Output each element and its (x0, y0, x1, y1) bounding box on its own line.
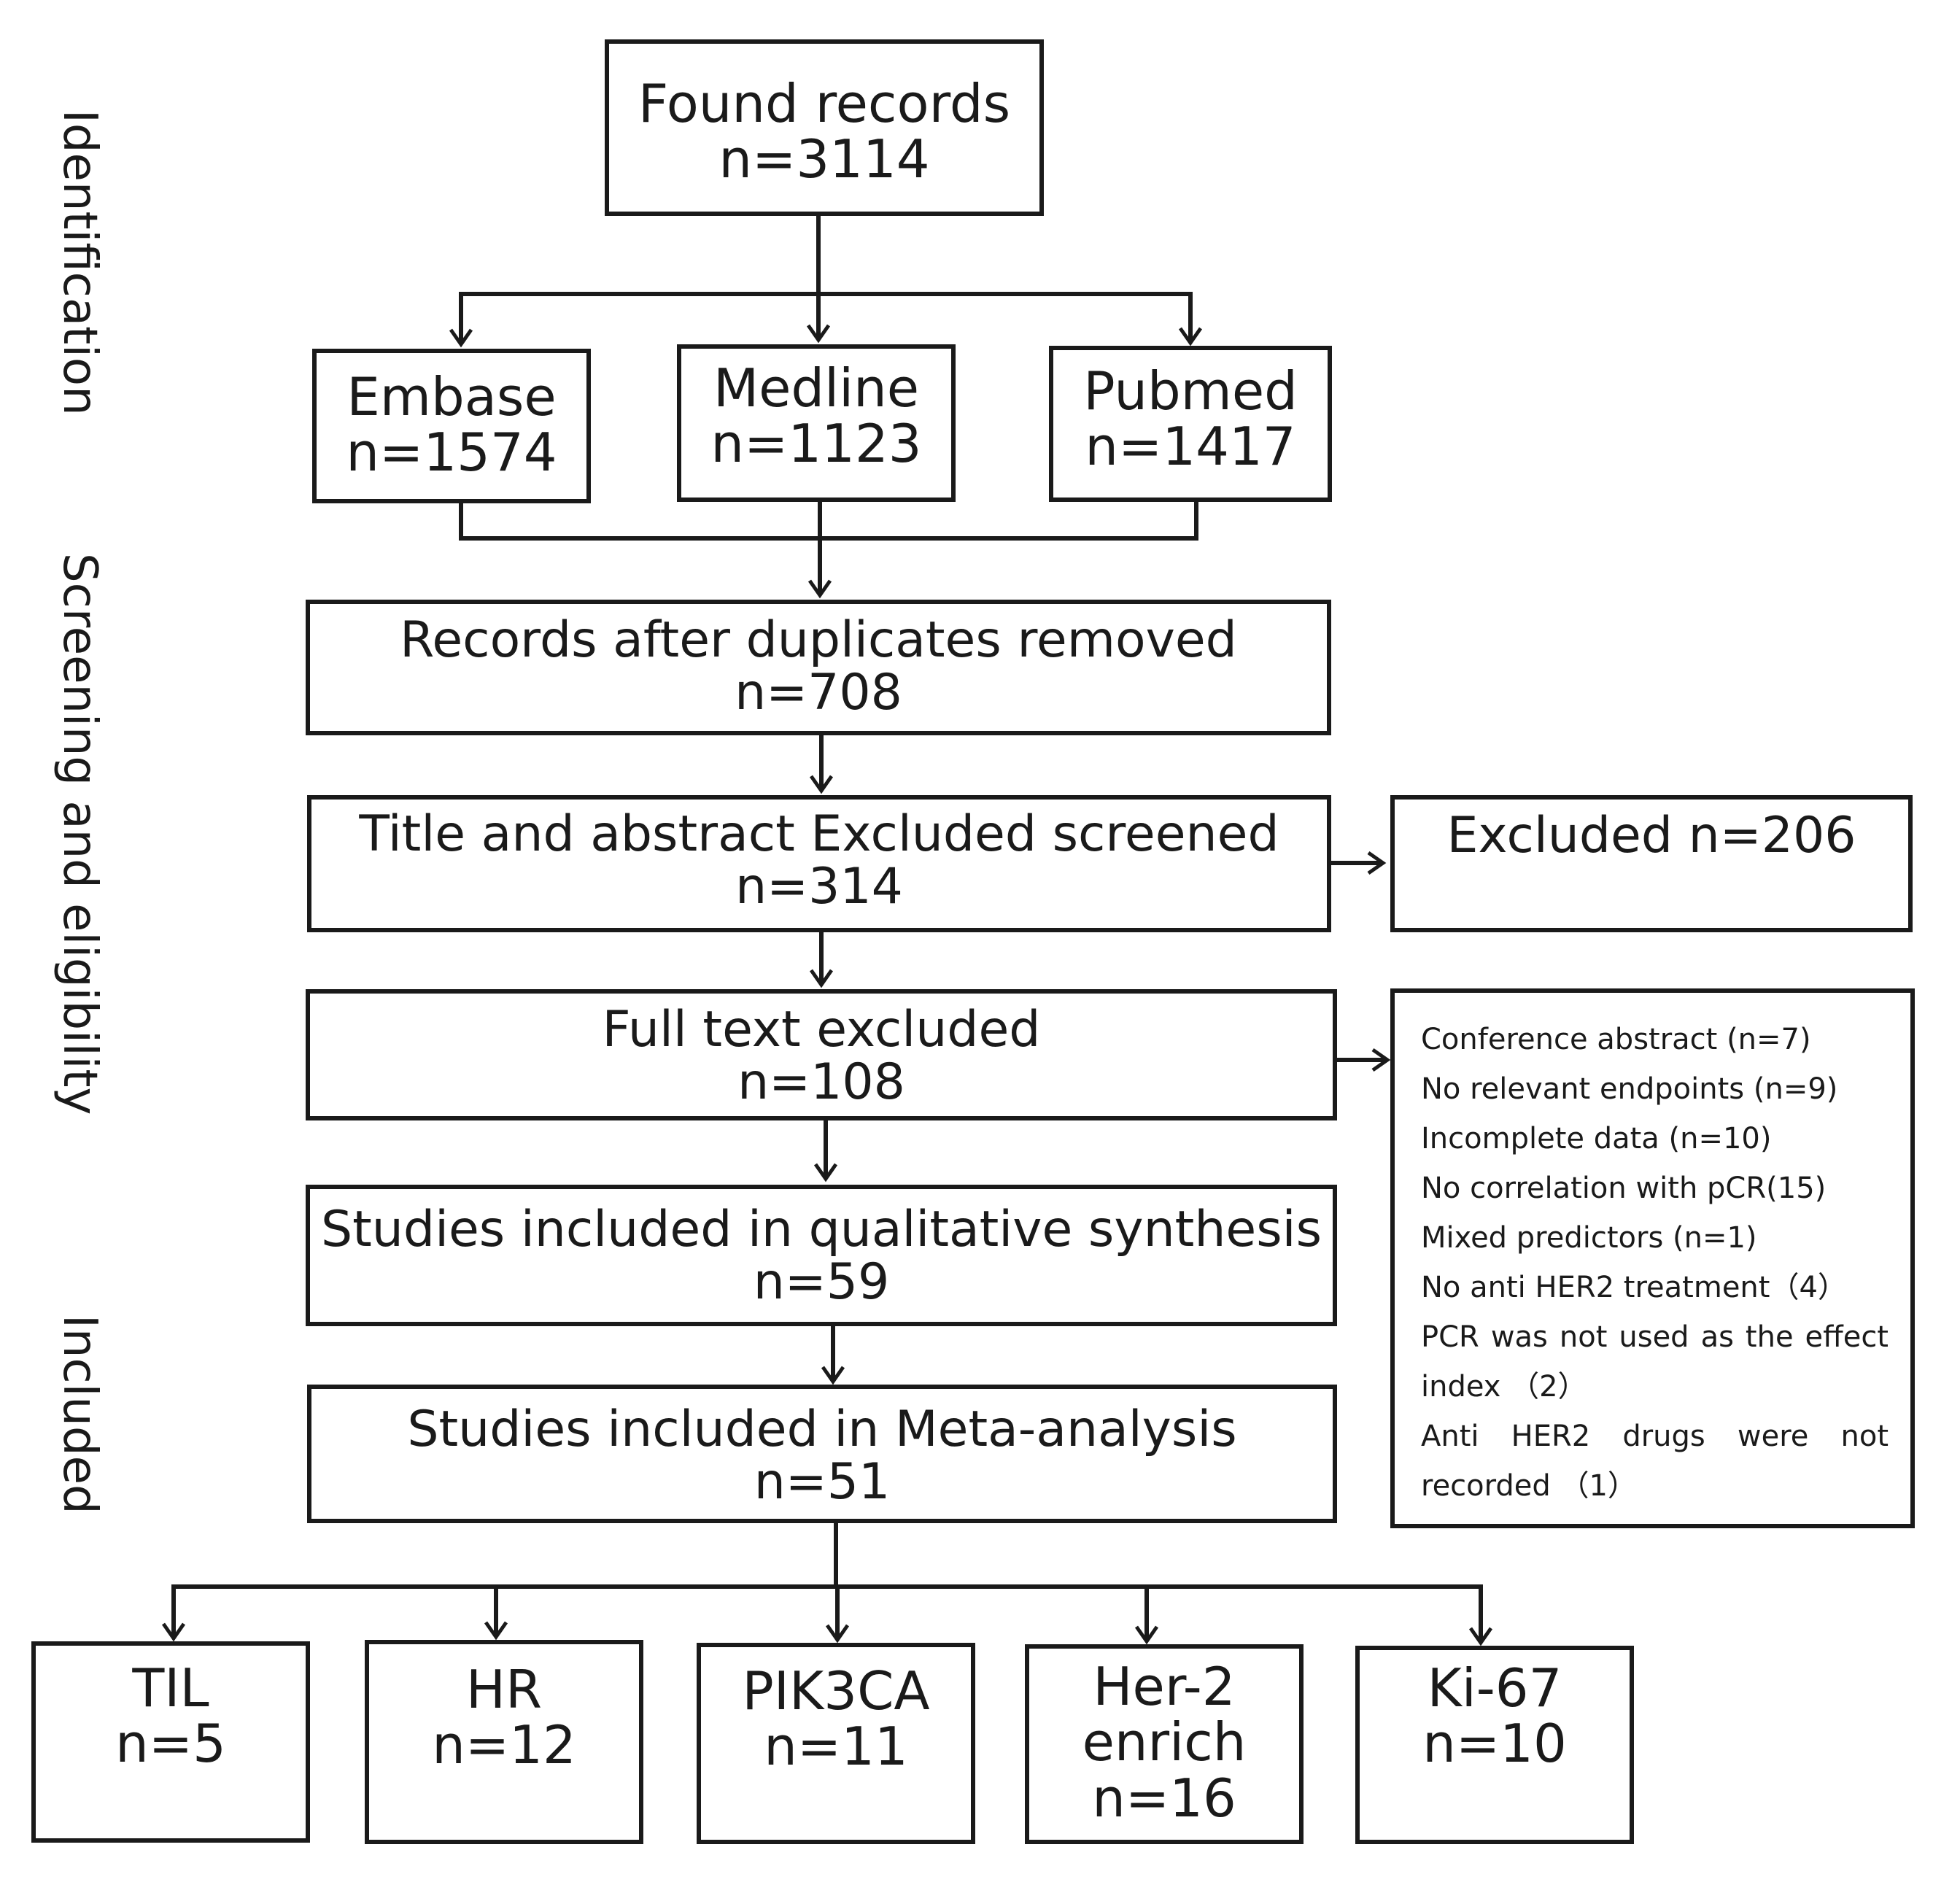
arrowhead-medline (806, 324, 831, 344)
exclusion-reasons-box: Conference abstract (n=7) No relevant en… (1390, 988, 1915, 1528)
predictor-line: n=11 (764, 1716, 908, 1778)
exclusion-reason: index （2） (1421, 1370, 1587, 1404)
predictor-line: Her-2 (1093, 1656, 1236, 1717)
source-box-medline: Medline n=1123 (677, 344, 956, 502)
meta-analysis-title: Studies included in Meta-analysis (407, 1401, 1237, 1458)
phase-label-identification: Identification (53, 109, 106, 416)
found-records-title: Found records (638, 73, 1011, 134)
exclusion-reason: Conference abstract (n=7) (1421, 1023, 1811, 1056)
excluded-box: Excluded n=206 (1390, 795, 1913, 932)
arrowhead-embase (449, 328, 473, 348)
full-text-count: n=108 (737, 1053, 905, 1112)
predictor-line: HR (465, 1659, 543, 1720)
meta-analysis-count: n=51 (754, 1453, 891, 1511)
predictor-line: n=12 (432, 1714, 576, 1776)
exclusion-reason: Incomplete data (n=10) (1421, 1122, 1772, 1155)
arrowhead-til (161, 1622, 186, 1642)
title-abstract-box: Title and abstract Excluded screened n=3… (307, 795, 1331, 932)
meta-analysis-box: Studies included in Meta-analysis n=51 (307, 1385, 1337, 1523)
exclusion-reason: No anti HER2 treatment（4） (1421, 1271, 1847, 1304)
qualitative-synthesis-title: Studies included in qualitative synthesi… (320, 1201, 1322, 1258)
predictor-box-til: TIL n=5 (31, 1641, 310, 1843)
arrowhead-hr (484, 1621, 508, 1641)
found-records-count: n=3114 (718, 128, 930, 190)
predictor-line: TIL (132, 1657, 209, 1719)
exclusion-reason: Anti HER2 drugs were not (1421, 1420, 1889, 1453)
predictor-line: n=5 (115, 1713, 226, 1775)
source-box-pubmed: Pubmed n=1417 (1049, 346, 1332, 502)
duplicates-removed-box: Records after duplicates removed n=708 (306, 600, 1331, 735)
arrowhead-qualitative (813, 1163, 838, 1182)
predictor-box-hr: HR n=12 (365, 1640, 643, 1844)
source-title: Medline (713, 357, 920, 419)
predictor-line: PIK3CA (742, 1660, 930, 1722)
arrowhead-duplicates (807, 579, 832, 599)
predictor-line: n=16 (1092, 1767, 1236, 1829)
source-box-embase: Embase n=1574 (312, 349, 591, 503)
exclusion-reason: No correlation with pCR(15) (1421, 1172, 1827, 1205)
title-abstract-count: n=314 (735, 858, 903, 916)
title-abstract-title: Title and abstract Excluded screened (359, 805, 1279, 863)
predictor-box-ki67: Ki-67 n=10 (1355, 1646, 1634, 1844)
duplicates-removed-count: n=708 (735, 664, 902, 722)
arrowhead-pik3ca (825, 1624, 850, 1644)
predictor-line: Ki-67 (1427, 1657, 1562, 1719)
predictor-line: enrich (1082, 1711, 1247, 1773)
arrowhead-her2 (1134, 1625, 1159, 1645)
arrowhead-meta (821, 1366, 845, 1385)
arrowhead-title-abstract (809, 775, 834, 794)
qualitative-synthesis-box: Studies included in qualitative synthesi… (306, 1185, 1337, 1326)
excluded-label: Excluded n=206 (1446, 807, 1856, 864)
source-count: n=1574 (346, 422, 557, 484)
predictor-box-pik3ca: PIK3CA n=11 (697, 1643, 975, 1844)
full-text-box: Full text excluded n=108 (306, 989, 1337, 1120)
source-title: Embase (346, 366, 557, 427)
exclusion-reason: PCR was not used as the effect (1421, 1320, 1889, 1354)
phase-label-screening: Screening and eligibility (53, 553, 106, 1115)
predictor-box-her2: Her-2 enrich n=16 (1025, 1644, 1304, 1844)
qualitative-synthesis-count: n=59 (753, 1253, 890, 1312)
arrowhead-pubmed (1178, 327, 1203, 347)
source-count: n=1417 (1085, 416, 1296, 478)
source-title: Pubmed (1083, 360, 1298, 422)
source-count: n=1123 (710, 413, 922, 475)
exclusion-reason: No relevant endpoints (n=9) (1421, 1072, 1838, 1106)
predictor-line: n=10 (1422, 1713, 1567, 1775)
exclusion-reason: recorded （1） (1421, 1469, 1637, 1503)
arrowhead-reasons (1371, 1048, 1391, 1072)
found-records-box: Found records n=3114 (605, 39, 1044, 216)
duplicates-removed-title: Records after duplicates removed (400, 611, 1237, 669)
exclusion-reason: Mixed predictors (n=1) (1421, 1221, 1757, 1255)
arrowhead-excluded (1367, 851, 1387, 875)
arrowhead-full-text (809, 969, 834, 988)
arrowhead-ki67 (1468, 1627, 1493, 1646)
phase-label-included: Included (53, 1315, 106, 1514)
full-text-title: Full text excluded (602, 1001, 1041, 1058)
